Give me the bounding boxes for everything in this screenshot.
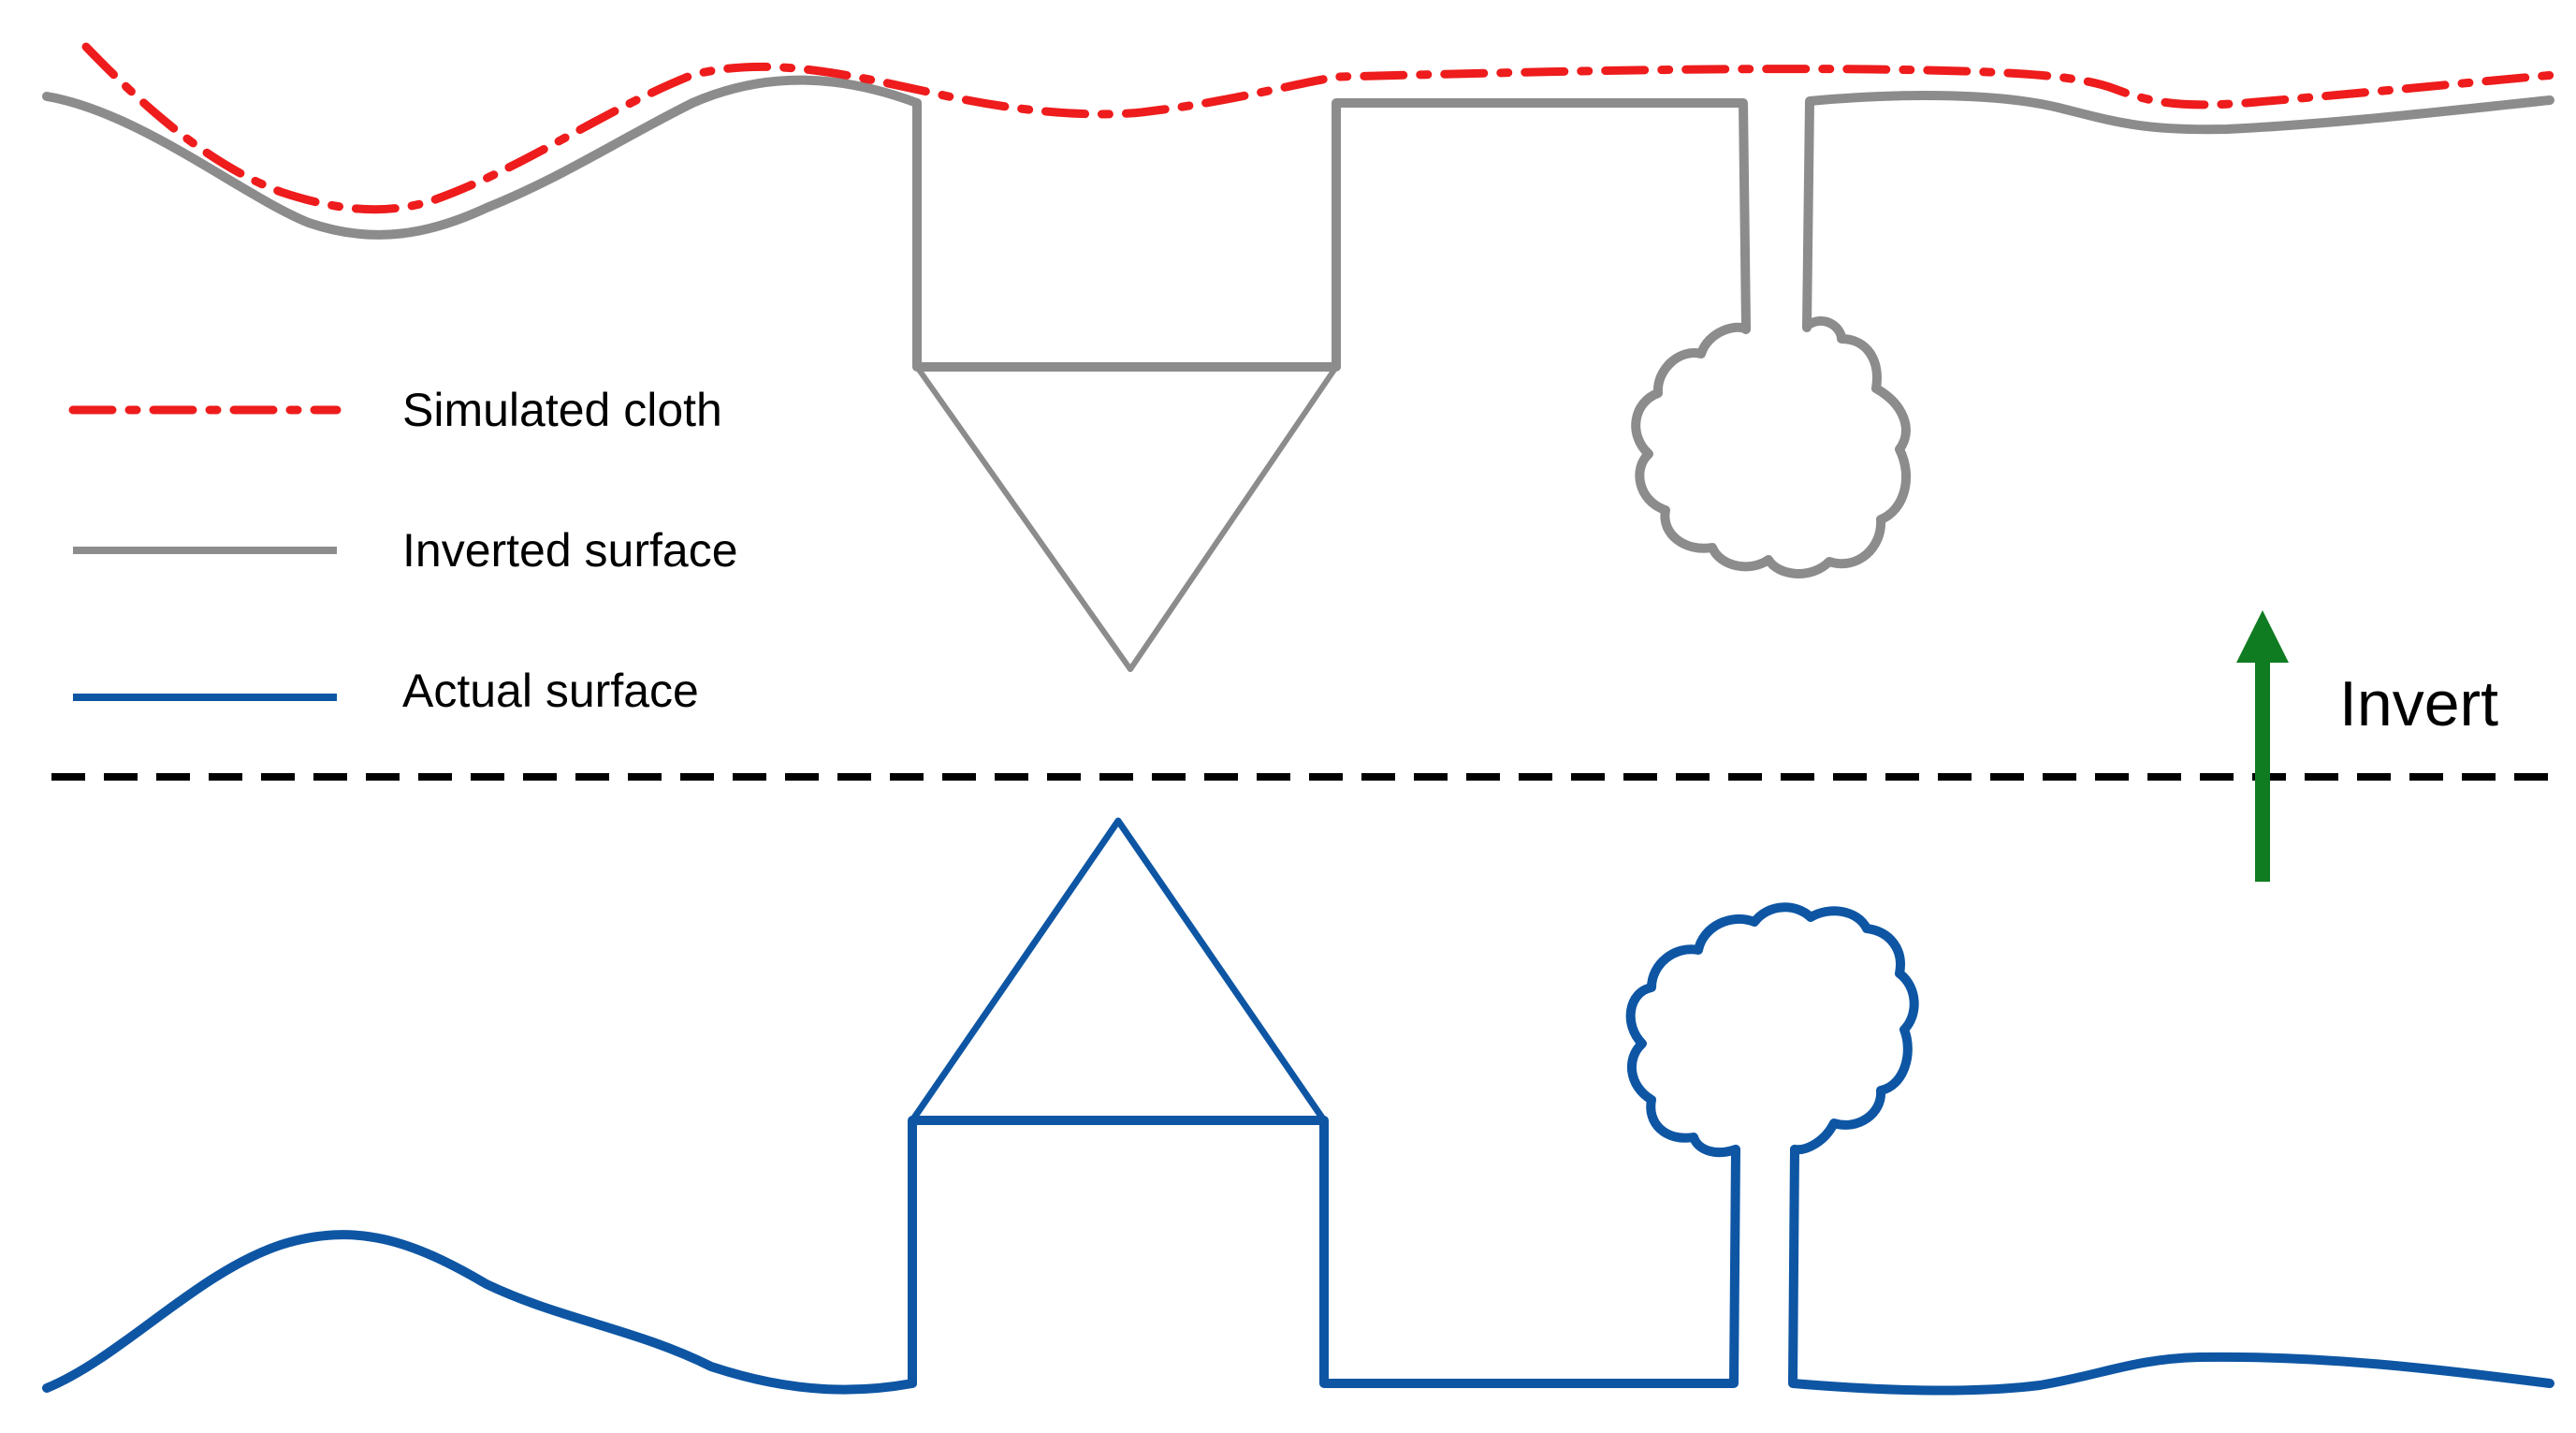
actual-house-roof bbox=[909, 817, 1328, 1124]
invert-annotation: Invert bbox=[2236, 610, 2498, 882]
actual-surface-group bbox=[42, 817, 2554, 1396]
actual-house-walls bbox=[908, 1116, 1740, 1388]
legend-inverted-surface-label: Inverted surface bbox=[402, 524, 738, 577]
legend-actual-surface-label: Actual surface bbox=[402, 665, 699, 717]
inverted-house-walls bbox=[912, 98, 1751, 372]
legend-simulated-cloth-label: Simulated cloth bbox=[402, 384, 722, 436]
simulated-cloth-line bbox=[81, 42, 2559, 214]
inverted-ground-line-right bbox=[1802, 91, 2554, 332]
inverted-surface-group bbox=[42, 75, 2554, 672]
inverted-house-roof bbox=[914, 364, 1339, 672]
invert-label: Invert bbox=[2339, 668, 2498, 739]
invert-arrow-head-icon bbox=[2236, 610, 2289, 663]
actual-ground-line-left bbox=[42, 1230, 917, 1395]
actual-tree-canopy bbox=[1625, 902, 1919, 1158]
legend: Simulated cloth Inverted surface Actual … bbox=[68, 384, 738, 717]
inverted-tree-canopy bbox=[1631, 316, 1912, 578]
actual-ground-line-right bbox=[1788, 1145, 2554, 1396]
inverted-ground-line-left bbox=[42, 75, 922, 240]
